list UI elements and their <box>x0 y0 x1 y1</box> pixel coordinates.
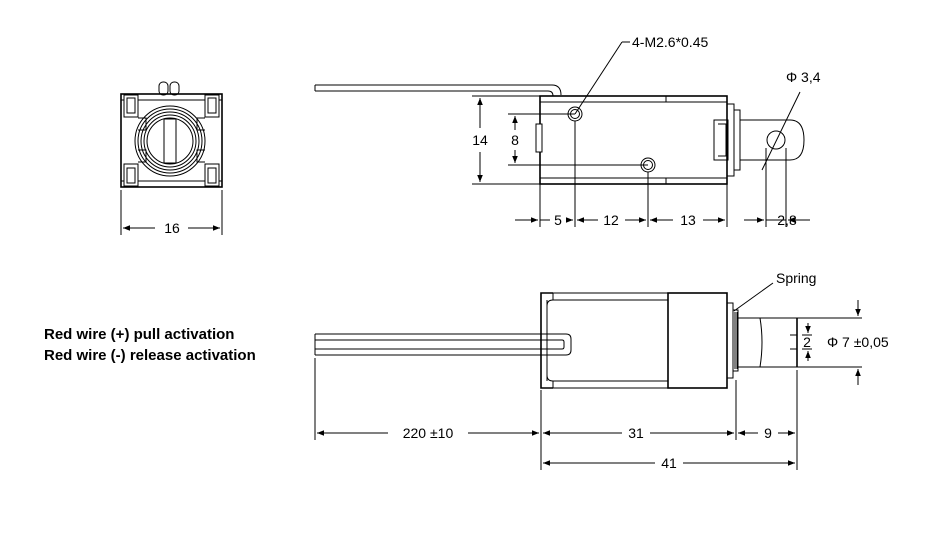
note-release: Red wire (-) release activation <box>44 347 256 364</box>
dim-height-inner: 8 <box>511 132 519 148</box>
dim-wire-length: 220 ±10 <box>403 425 454 441</box>
dim-pos-c: 13 <box>680 212 696 228</box>
dim-plunger-ext: 9 <box>764 425 772 441</box>
dim-end-width: 16 <box>164 220 180 236</box>
top-view: 4-M2.6*0.45 Φ 3,4 14 8 5 12 13 2,8 <box>314 34 821 228</box>
dim-height-outer: 14 <box>472 132 488 148</box>
dim-plunger-slot: 2 <box>803 334 811 350</box>
end-view: 16 <box>120 81 223 236</box>
dim-pos-b: 12 <box>603 212 619 228</box>
note-pull: Red wire (+) pull activation <box>44 326 234 343</box>
dim-body-length: 31 <box>628 425 644 441</box>
side-view: Spring 2 Φ 7 ±0,05 220 ±10 31 9 41 <box>314 270 889 471</box>
label-plunger-dia: Φ 7 ±0,05 <box>827 334 889 350</box>
label-hole-dia: Φ 3,4 <box>786 69 821 85</box>
wiring-notes: Red wire (+) pull activation Red wire (-… <box>44 326 256 364</box>
dim-total-length: 41 <box>661 455 677 471</box>
label-thread: 4-M2.6*0.45 <box>632 34 708 50</box>
dim-pos-d: 2,8 <box>777 212 797 228</box>
label-spring: Spring <box>776 270 816 286</box>
dim-pos-a: 5 <box>554 212 562 228</box>
